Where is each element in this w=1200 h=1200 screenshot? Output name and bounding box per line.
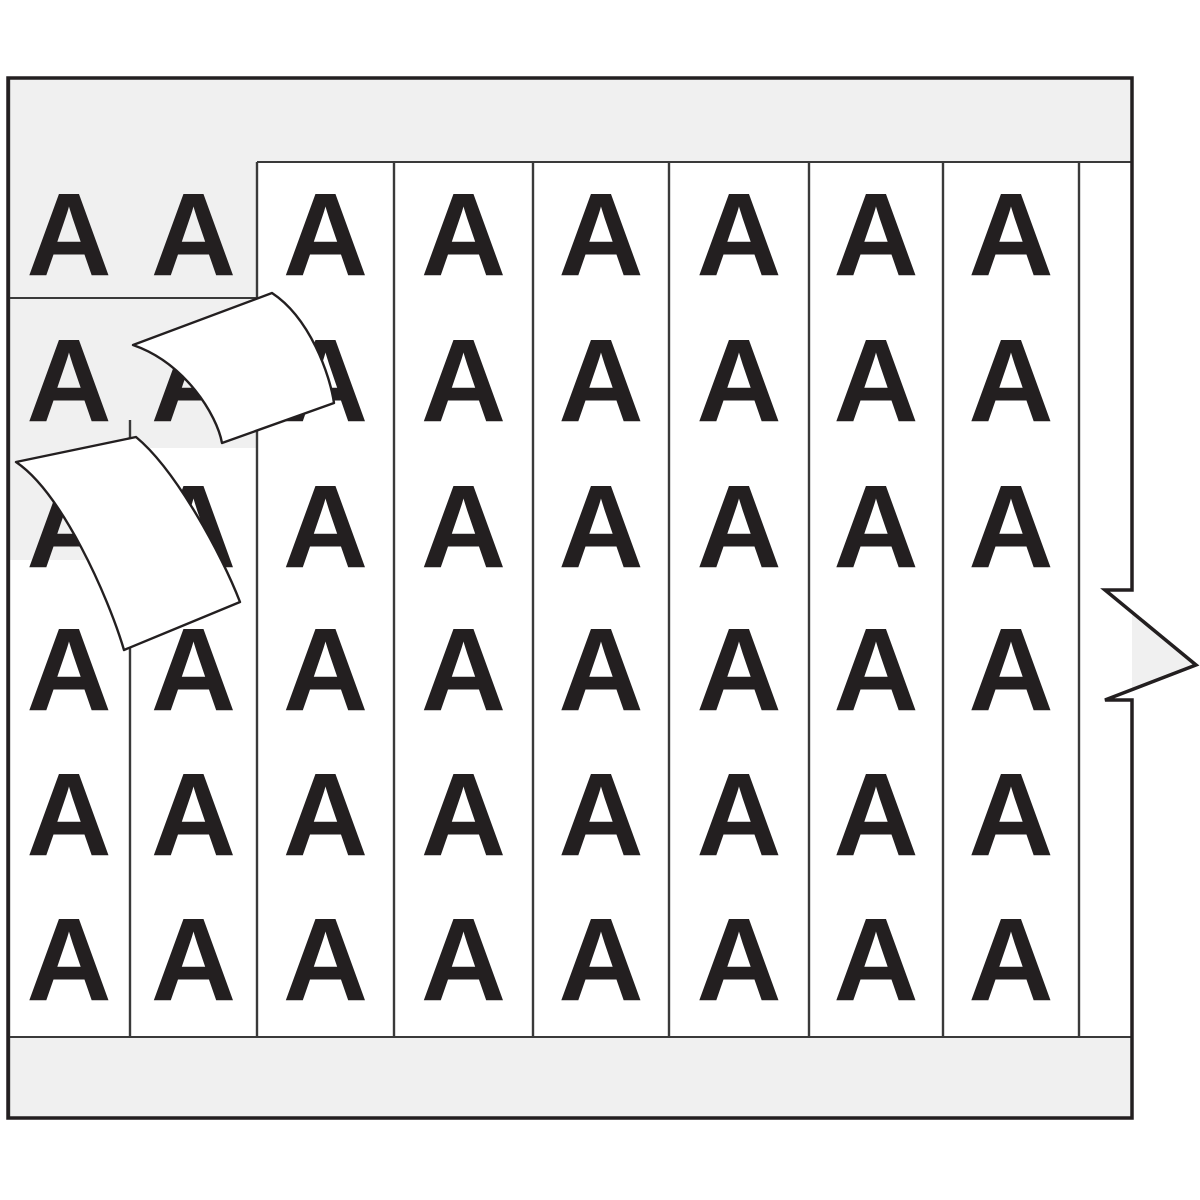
- label-letter[interactable]: A: [968, 894, 1054, 1026]
- label-letter[interactable]: A: [558, 315, 644, 447]
- label-letter[interactable]: A: [282, 894, 369, 1026]
- label-letter[interactable]: A: [968, 461, 1054, 593]
- label-letter[interactable]: A: [26, 461, 112, 593]
- label-letter[interactable]: A: [968, 604, 1054, 736]
- label-letter[interactable]: A: [696, 461, 782, 593]
- label-letter[interactable]: A: [420, 315, 507, 447]
- label-letter[interactable]: A: [420, 894, 507, 1026]
- label-letter[interactable]: A: [150, 461, 237, 593]
- label-letter[interactable]: A: [833, 169, 919, 301]
- label-letter[interactable]: A: [282, 461, 369, 593]
- label-letter[interactable]: A: [696, 169, 782, 301]
- label-field-right: [257, 162, 1132, 1037]
- label-letter[interactable]: A: [282, 749, 369, 881]
- label-letter[interactable]: A: [420, 604, 507, 736]
- label-letter[interactable]: A: [696, 604, 782, 736]
- label-letter[interactable]: A: [558, 604, 644, 736]
- label-letter[interactable]: A: [696, 894, 782, 1026]
- label-letter[interactable]: A: [150, 315, 237, 447]
- label-letter[interactable]: A: [833, 604, 919, 736]
- label-letter[interactable]: A: [150, 169, 237, 301]
- label-letter[interactable]: A: [420, 461, 507, 593]
- label-letter[interactable]: A: [968, 749, 1054, 881]
- label-letter[interactable]: A: [833, 894, 919, 1026]
- label-letter[interactable]: A: [558, 169, 644, 301]
- label-letter[interactable]: A: [150, 894, 237, 1026]
- label-letter[interactable]: A: [833, 461, 919, 593]
- label-letter[interactable]: A: [833, 315, 919, 447]
- label-letter[interactable]: A: [420, 749, 507, 881]
- label-letter[interactable]: A: [26, 749, 112, 881]
- label-letter[interactable]: A: [558, 749, 644, 881]
- label-letter[interactable]: A: [558, 461, 644, 593]
- label-letter[interactable]: A: [282, 169, 369, 301]
- label-letter[interactable]: A: [26, 604, 112, 736]
- label-letter[interactable]: A: [968, 169, 1054, 301]
- label-letter[interactable]: A: [150, 604, 237, 736]
- label-letter[interactable]: A: [696, 749, 782, 881]
- label-letter[interactable]: A: [833, 749, 919, 881]
- label-letter[interactable]: A: [696, 315, 782, 447]
- label-letter[interactable]: A: [282, 604, 369, 736]
- backing-upper-left-panel: [8, 78, 257, 298]
- label-letter[interactable]: A: [150, 749, 237, 881]
- label-letter[interactable]: A: [968, 315, 1054, 447]
- label-letter[interactable]: A: [558, 894, 644, 1026]
- sheet-outer-border: [6, 76, 1200, 1120]
- label-letter[interactable]: A: [26, 894, 112, 1026]
- label-letter[interactable]: A: [420, 169, 507, 301]
- label-letter[interactable]: A: [26, 169, 112, 301]
- label-letter[interactable]: A: [26, 315, 112, 447]
- label-letter[interactable]: A: [282, 315, 369, 447]
